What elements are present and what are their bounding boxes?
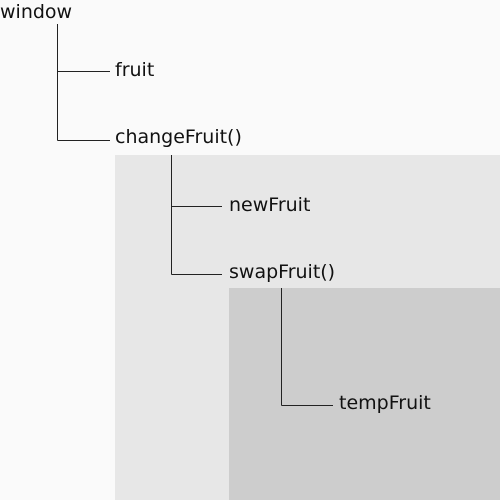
swapfruit-scope-box	[229, 288, 500, 500]
node-changefruit: changeFruit()	[115, 126, 242, 148]
node-window: window	[0, 1, 73, 23]
node-fruit: fruit	[115, 59, 155, 81]
node-swapfruit: swapFruit()	[229, 261, 336, 283]
node-tempfruit: tempFruit	[339, 392, 431, 414]
node-newfruit: newFruit	[229, 194, 311, 216]
